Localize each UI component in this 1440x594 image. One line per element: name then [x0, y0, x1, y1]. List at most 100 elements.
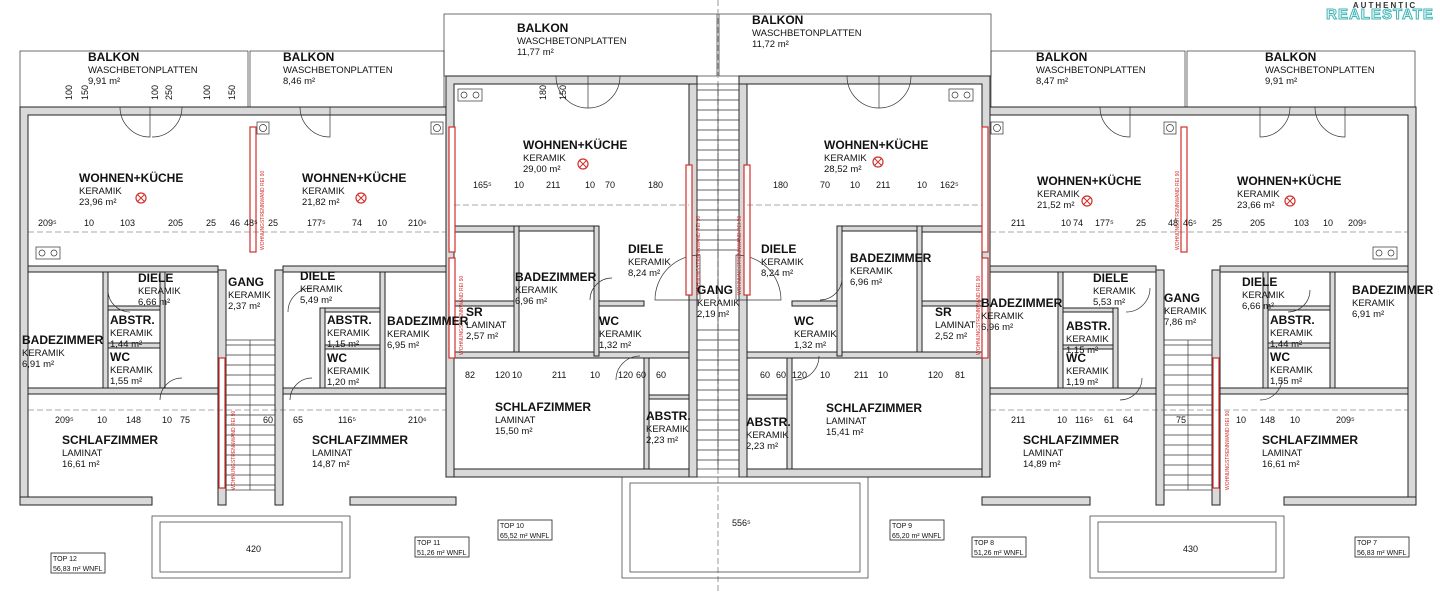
svg-text:2,19 m²: 2,19 m² — [697, 309, 729, 320]
dimension-label: 150 — [80, 85, 90, 100]
svg-text:LAMINAT: LAMINAT — [935, 320, 976, 331]
firewall-label: WOHNUNGSTRENNWAND REI 90 — [1175, 171, 1181, 250]
svg-text:1,32 m²: 1,32 m² — [794, 340, 826, 351]
ceiling-light-icon — [1081, 195, 1093, 207]
svg-text:6,91 m²: 6,91 m² — [1352, 309, 1384, 320]
dimension-label: 75 — [180, 415, 190, 425]
svg-text:BALKON: BALKON — [88, 50, 139, 64]
dimension-label: 100 — [202, 85, 212, 100]
brand-logo: AUTHENTIC REALESTATE — [1326, 1, 1434, 24]
interior-walls — [27, 225, 1409, 470]
vent-icons — [35, 88, 1398, 260]
svg-text:51,26 m² WNFL: 51,26 m² WNFL — [417, 550, 467, 557]
brand-line2: REALESTATE — [1326, 6, 1434, 23]
svg-text:KERAMIK: KERAMIK — [110, 328, 153, 339]
svg-text:SCHLAFZIMMER: SCHLAFZIMMER — [1023, 433, 1119, 447]
svg-text:WC: WC — [110, 350, 130, 364]
svg-text:BADEZIMMER: BADEZIMMER — [850, 251, 932, 265]
svg-text:21,52 m²: 21,52 m² — [1037, 200, 1075, 211]
svg-text:BALKON: BALKON — [1265, 50, 1316, 64]
balcony-label-3: BALKON WASCHBETONPLATTEN 11,77 m² — [517, 21, 627, 58]
svg-text:LAMINAT: LAMINAT — [312, 448, 353, 459]
dimension-label: 46⁵ — [1183, 218, 1197, 228]
vent-icon — [1372, 246, 1398, 260]
svg-text:5,49 m²: 5,49 m² — [300, 295, 332, 306]
svg-text:DIELE: DIELE — [138, 271, 173, 285]
svg-text:5,53 m²: 5,53 m² — [1093, 297, 1125, 308]
dimension-label: 180 — [773, 180, 788, 190]
svg-text:LAMINAT: LAMINAT — [1023, 448, 1064, 459]
balcony-label-2: BALKON WASCHBETONPLATTEN 8,46 m² — [283, 50, 393, 87]
svg-text:GANG: GANG — [697, 283, 733, 297]
dimension-label: 420 — [246, 544, 261, 554]
svg-text:WASCHBETONPLATTEN: WASCHBETONPLATTEN — [88, 65, 198, 76]
svg-text:2,23 m²: 2,23 m² — [746, 441, 778, 452]
dimension-label: 211 — [876, 180, 890, 190]
dimension-label: 116⁵ — [1075, 415, 1093, 425]
dimension-label: 48 — [1168, 218, 1178, 228]
dimension-label: 81 — [955, 370, 965, 380]
dimension-label: 180 — [648, 180, 663, 190]
svg-text:1,44 m²: 1,44 m² — [110, 339, 142, 350]
svg-text:WOHNEN+KÜCHE: WOHNEN+KÜCHE — [1237, 173, 1341, 188]
dimension-label: 61 — [1104, 415, 1114, 425]
svg-text:WASCHBETONPLATTEN: WASCHBETONPLATTEN — [752, 28, 862, 39]
svg-text:TOP 12: TOP 12 — [53, 556, 77, 563]
svg-text:BALKON: BALKON — [283, 50, 334, 64]
dimension-label: 211 — [546, 180, 560, 190]
svg-text:56,83 m² WNFL: 56,83 m² WNFL — [1357, 550, 1407, 557]
svg-text:WOHNEN+KÜCHE: WOHNEN+KÜCHE — [79, 170, 183, 185]
svg-text:8,47 m²: 8,47 m² — [1036, 76, 1068, 87]
firewall-label: WOHNUNGSTRENNWAND REI 90 — [976, 276, 982, 355]
dimension-label: 46 — [230, 218, 240, 228]
dimension-label: 211 — [552, 370, 566, 380]
dimension-label: 100 — [150, 85, 160, 100]
balcony-label-1: BALKON WASCHBETONPLATTEN 9,91 m² — [88, 50, 198, 87]
svg-text:LAMINAT: LAMINAT — [826, 416, 867, 427]
svg-text:WASCHBETONPLATTEN: WASCHBETONPLATTEN — [283, 65, 393, 76]
fire-walls: WOHNUNGSTRENNWAND REI 90 WOHNUNGSTRENNWA… — [218, 126, 1231, 490]
svg-text:KERAMIK: KERAMIK — [628, 257, 671, 268]
dimension-label: 10 — [878, 370, 888, 380]
dimension-label: 150 — [558, 85, 568, 100]
svg-text:23,96 m²: 23,96 m² — [79, 197, 117, 208]
staircases — [225, 83, 1213, 491]
svg-text:WC: WC — [599, 314, 619, 328]
dimension-label: 82 — [465, 370, 475, 380]
svg-text:WASCHBETONPLATTEN: WASCHBETONPLATTEN — [1036, 65, 1146, 76]
svg-text:14,87 m²: 14,87 m² — [312, 459, 350, 470]
svg-text:TOP 9: TOP 9 — [892, 523, 912, 530]
svg-text:KERAMIK: KERAMIK — [302, 186, 345, 197]
vent-icon — [430, 121, 444, 135]
svg-text:KERAMIK: KERAMIK — [1270, 365, 1313, 376]
svg-text:9,91 m²: 9,91 m² — [88, 76, 120, 87]
svg-text:KERAMIK: KERAMIK — [1066, 366, 1109, 377]
svg-text:1,15 m²: 1,15 m² — [327, 339, 359, 350]
svg-text:WC: WC — [327, 351, 347, 365]
svg-text:KERAMIK: KERAMIK — [1237, 189, 1280, 200]
svg-text:KERAMIK: KERAMIK — [646, 424, 689, 435]
svg-text:15,41 m²: 15,41 m² — [826, 427, 864, 438]
svg-text:65,20 m² WNFL: 65,20 m² WNFL — [892, 533, 942, 540]
svg-text:WASCHBETONPLATTEN: WASCHBETONPLATTEN — [517, 36, 627, 47]
svg-text:BADEZIMMER: BADEZIMMER — [22, 333, 104, 347]
